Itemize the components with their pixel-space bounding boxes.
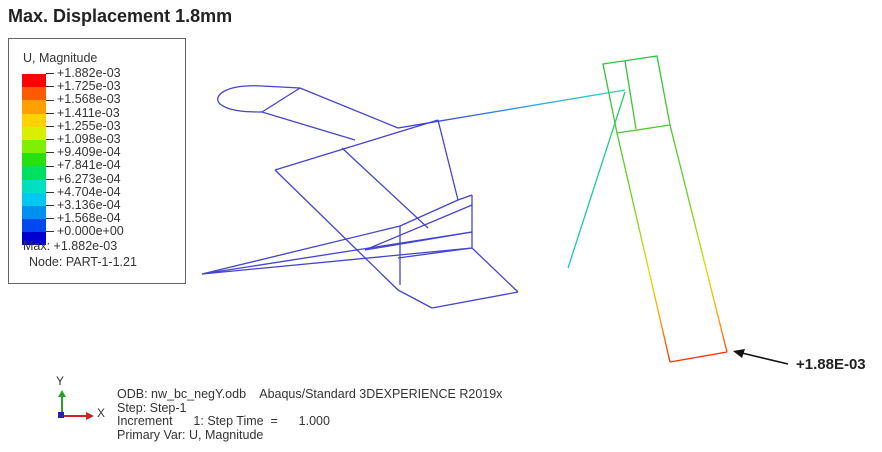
legend-tick-label: +1.725e-03 bbox=[46, 79, 124, 93]
max-displacement-label: +1.88E-03 bbox=[796, 356, 866, 373]
roof-edge bbox=[261, 85, 301, 89]
figure-title: Max. Displacement 1.8mm bbox=[8, 6, 233, 26]
post-right-edge bbox=[669, 124, 728, 353]
triad-y-label: Y bbox=[56, 374, 65, 388]
legend-swatch bbox=[22, 192, 46, 206]
legend-tick-label: +1.411e-03 bbox=[46, 106, 124, 120]
legend-swatch bbox=[22, 179, 46, 193]
axis-triad bbox=[58, 390, 94, 420]
roof-loop-shape bbox=[217, 85, 263, 113]
post-top-block bbox=[602, 55, 671, 134]
roof-edge bbox=[261, 111, 356, 141]
odb-info: ODB: nw_bc_negY.odb Abaqus/Standard 3DEX… bbox=[117, 387, 503, 401]
step-info: Step: Step-1 bbox=[117, 400, 187, 415]
legend-tick-label: +0.000e+00 bbox=[46, 225, 124, 238]
legend-tick-label: +7.841e-04 bbox=[46, 159, 124, 172]
legend-tick-label: +1.098e-03 bbox=[46, 132, 124, 146]
legend-swatch bbox=[22, 100, 46, 114]
legend-tick-label: +1.882e-03 bbox=[46, 66, 124, 80]
primary-var-info: Primary Var: U, Magnitude bbox=[117, 427, 264, 442]
frame-member bbox=[201, 225, 401, 275]
legend-swatch bbox=[22, 139, 46, 154]
increment-info: Increment 1: Step Time = 1.000 bbox=[117, 414, 330, 428]
post-top-divider bbox=[624, 60, 637, 130]
max-value-arrow bbox=[733, 349, 789, 365]
legend-tick-label: +1.255e-03 bbox=[46, 119, 124, 133]
frame-member bbox=[471, 247, 519, 293]
frame-member bbox=[399, 199, 459, 227]
legend-swatch bbox=[22, 74, 46, 88]
frame-member bbox=[341, 147, 429, 229]
deformed-post bbox=[602, 55, 728, 363]
legend-tick-label: +4.704e-04 bbox=[46, 185, 124, 199]
frame-member bbox=[201, 247, 473, 275]
legend-swatch bbox=[22, 219, 46, 233]
legend-swatch bbox=[22, 205, 46, 220]
roof-edge bbox=[261, 87, 301, 113]
legend-tick-label: +1.568e-03 bbox=[46, 93, 124, 106]
legend-swatch bbox=[22, 232, 46, 246]
frame-member bbox=[274, 169, 399, 291]
frame-member bbox=[364, 204, 473, 251]
diagonal-brace bbox=[567, 91, 626, 269]
legend-swatch bbox=[22, 87, 46, 101]
legend-swatch bbox=[22, 153, 46, 167]
legend-tick-label: +9.409e-04 bbox=[46, 145, 124, 159]
analysis-info-block: ODB: nw_bc_negY.odb Abaqus/Standard 3DEX… bbox=[117, 387, 503, 442]
legend-max-value: Max: +1.882e-03 bbox=[23, 239, 118, 253]
frame-member bbox=[437, 119, 459, 201]
roof-edge bbox=[299, 87, 399, 129]
legend-max-node: Node: PART-1-1.21 bbox=[29, 255, 137, 269]
post-left-edge bbox=[616, 132, 671, 363]
legend-color-bar bbox=[22, 74, 46, 246]
frame-member bbox=[364, 231, 473, 251]
legend-tick-label: +6.273e-04 bbox=[46, 172, 124, 186]
frame-member bbox=[457, 194, 473, 201]
frame-member bbox=[431, 291, 519, 309]
legend-tick-label: +1.568e-04 bbox=[46, 211, 124, 225]
contour-legend: U, Magnitude +1.882e-03+1.725e-03+1.568e… bbox=[8, 38, 186, 284]
frame-member bbox=[397, 289, 433, 309]
triad-x-label: X bbox=[97, 406, 106, 420]
legend-tick-list: +1.882e-03+1.725e-03+1.568e-03+1.411e-03… bbox=[46, 66, 124, 238]
frame-member bbox=[274, 119, 439, 171]
legend-tick-label: +3.136e-04 bbox=[46, 198, 124, 212]
frame-wireframe bbox=[201, 85, 519, 309]
legend-title: U, Magnitude bbox=[23, 51, 98, 65]
legend-swatch bbox=[22, 113, 46, 127]
cantilever-beam bbox=[397, 89, 626, 129]
frame-member bbox=[397, 247, 473, 259]
legend-swatch bbox=[22, 126, 46, 140]
legend-swatch bbox=[22, 166, 46, 180]
post-bottom-edge bbox=[669, 351, 728, 363]
